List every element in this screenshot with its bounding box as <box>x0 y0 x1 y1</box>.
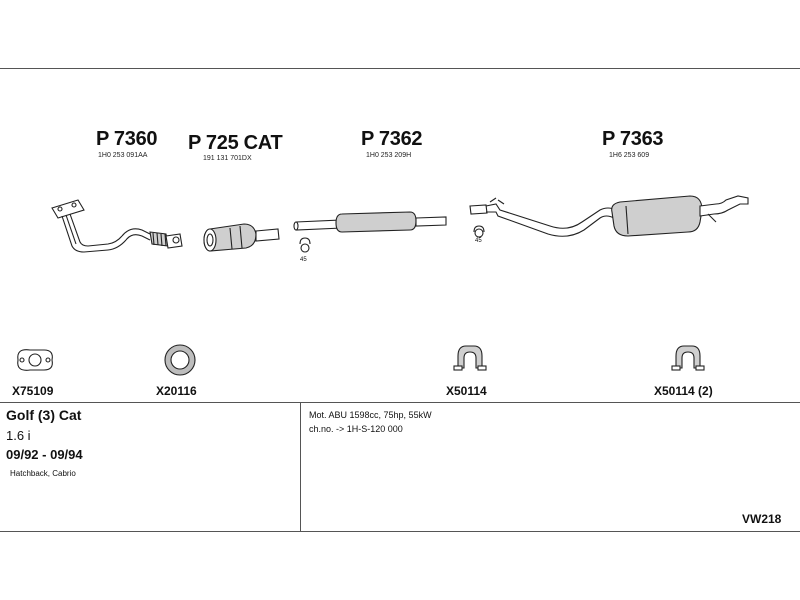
clamp-angle-label-1: 45 <box>300 257 307 263</box>
vehicle-engine: 1.6 i <box>6 428 31 443</box>
spec-chassis: ch.no. -> 1H-S-120 000 <box>309 424 403 434</box>
gasket-icon <box>17 349 53 371</box>
part-number-middle-silencer: P 7362 <box>361 128 423 150</box>
oem-number-front-pipe: 1H0 253 091AA <box>98 152 148 159</box>
part-number-catalyst: P 725 CAT <box>188 132 283 154</box>
rubber-hanger-icon <box>671 345 705 371</box>
vehicle-body: Hatchback, Cabrio <box>10 469 76 478</box>
catalyst-drawing <box>203 223 280 252</box>
accessory-code-gasket: X75109 <box>12 384 54 398</box>
accessory-code-ring: X20116 <box>156 384 197 398</box>
front-pipe-drawing <box>51 199 183 253</box>
oem-number-catalyst: 191 131 701DX <box>203 155 252 162</box>
vehicle-years: 09/92 - 09/94 <box>6 447 83 462</box>
rear-silencer-drawing <box>469 195 749 238</box>
sealing-ring-icon <box>164 344 196 376</box>
middle-silencer-drawing <box>293 211 447 253</box>
diagram-code: VW218 <box>742 512 782 526</box>
diagram-frame <box>0 68 800 532</box>
accessory-code-hanger: X50114 <box>446 384 487 398</box>
oem-number-rear-silencer: 1H6 253 609 <box>609 152 650 159</box>
part-number-rear-silencer: P 7363 <box>602 128 664 150</box>
spec-motor: Mot. ABU 1598cc, 75hp, 55kW <box>309 410 432 420</box>
accessory-code-hanger-2: X50114 (2) <box>654 384 713 398</box>
info-divider-horizontal <box>0 402 800 403</box>
part-number-front-pipe: P 7360 <box>96 128 158 150</box>
clamp-angle-label-2: 45 <box>475 238 482 244</box>
vehicle-model: Golf (3) Cat <box>6 407 82 423</box>
info-divider-vertical <box>300 402 301 531</box>
oem-number-middle-silencer: 1H0 253 209H <box>366 152 412 159</box>
rubber-hanger-icon <box>453 345 487 371</box>
